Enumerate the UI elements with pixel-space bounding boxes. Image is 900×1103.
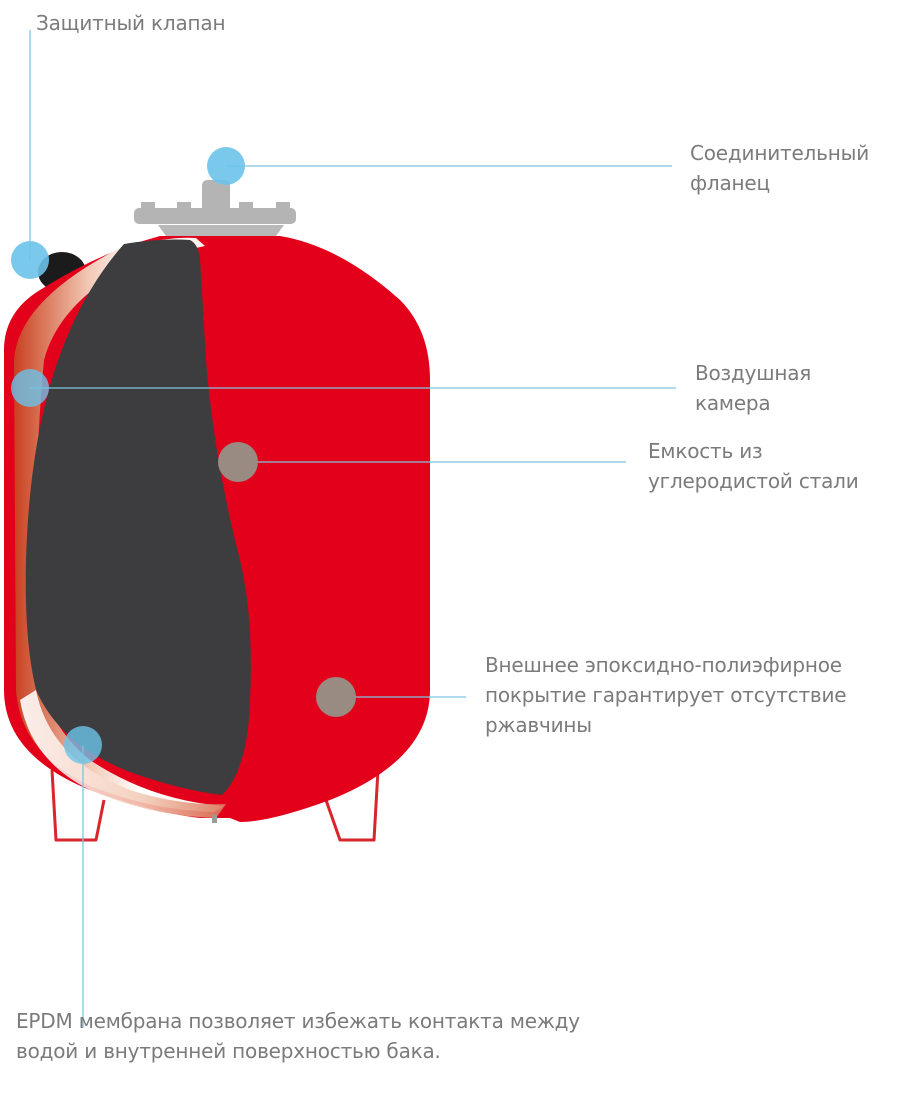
label-safety-valve: Защитный клапан [36, 11, 226, 35]
connection-flange [134, 180, 296, 236]
marker-steel-vessel [218, 442, 258, 482]
marker-flange [207, 147, 245, 185]
inner-wall-bottom [20, 690, 226, 818]
label-air-chamber: Воздушная камера [695, 361, 812, 415]
drain-plug [212, 815, 217, 823]
leader-lines [29, 30, 676, 1028]
label-steel-vessel: Емкость из углеродистой стали [648, 439, 859, 493]
label-epdm-membrane: EPDM мембрана позволяет избежать контакт… [16, 1009, 580, 1063]
marker-membrane [64, 726, 102, 764]
marker-coating [316, 677, 356, 717]
callout-markers [11, 147, 356, 764]
marker-air-chamber [11, 369, 49, 407]
epdm-membrane [25, 239, 251, 795]
marker-safety-valve [11, 241, 49, 279]
label-coating: Внешнее эпоксидно-полиэфирное покрытие г… [485, 653, 847, 737]
tank-legs [50, 769, 380, 842]
label-connection-flange: Соединительный фланец [690, 141, 869, 195]
